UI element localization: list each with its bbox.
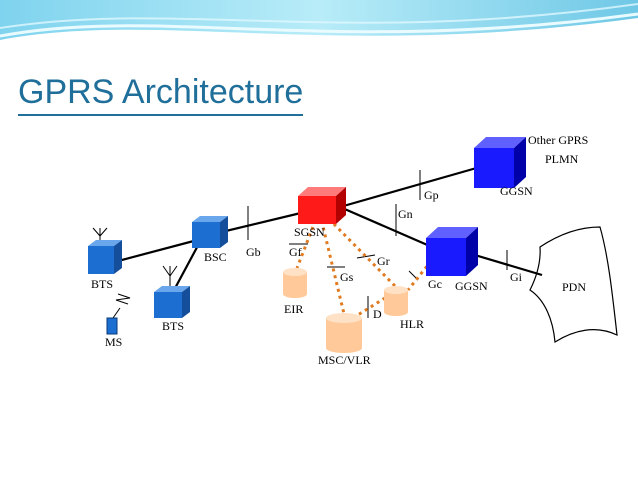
label-gr: Gr: [377, 254, 390, 268]
header-wave: [0, 0, 638, 60]
label-bts1: BTS: [91, 277, 113, 291]
sgsn-node: [298, 187, 346, 224]
label-plmn: PLMN: [545, 152, 579, 166]
label-gc: Gc: [428, 277, 442, 291]
ms-antenna-icon: [112, 307, 121, 319]
ggsn-top-node: [474, 137, 526, 188]
bts2-antenna-icon: [162, 265, 178, 288]
pdn-cloud: [529, 226, 618, 344]
hlr-database: [384, 286, 408, 316]
label-eir: EIR: [284, 302, 303, 316]
bts2-node: [154, 286, 190, 318]
label-ggsn-top: GGSN: [500, 184, 533, 198]
label-gb: Gb: [246, 245, 261, 259]
label-msc-vlr: MSC/VLR: [318, 353, 371, 367]
label-gi: Gi: [510, 270, 523, 284]
label-sgsn: SGSN: [294, 225, 325, 239]
radio-link-icon: [115, 293, 131, 305]
interface-ticks: [247, 170, 508, 318]
label-gp: Gp: [424, 188, 439, 202]
label-gf: Gf: [289, 245, 302, 259]
ggsn-mid-node: [426, 227, 478, 276]
bsc-node: [192, 216, 228, 248]
label-pdn: PDN: [562, 280, 586, 294]
msc-vlr-database: [326, 313, 362, 353]
label-ggsn-mid: GGSN: [455, 279, 488, 293]
label-hlr: HLR: [400, 317, 424, 331]
label-gs: Gs: [340, 270, 354, 284]
label-gn: Gn: [398, 207, 413, 221]
link-lines: [117, 165, 543, 293]
page-title: GPRS Architecture: [18, 72, 304, 116]
label-d: D: [373, 307, 382, 321]
label-bsc: BSC: [204, 250, 227, 264]
label-bts2: BTS: [162, 319, 184, 333]
bts1-node: [88, 240, 122, 274]
ms-phone-icon: [106, 317, 118, 335]
eir-database: [283, 268, 307, 298]
label-other-gprs: Other GPRS: [528, 133, 588, 147]
label-ms: MS: [105, 335, 122, 349]
